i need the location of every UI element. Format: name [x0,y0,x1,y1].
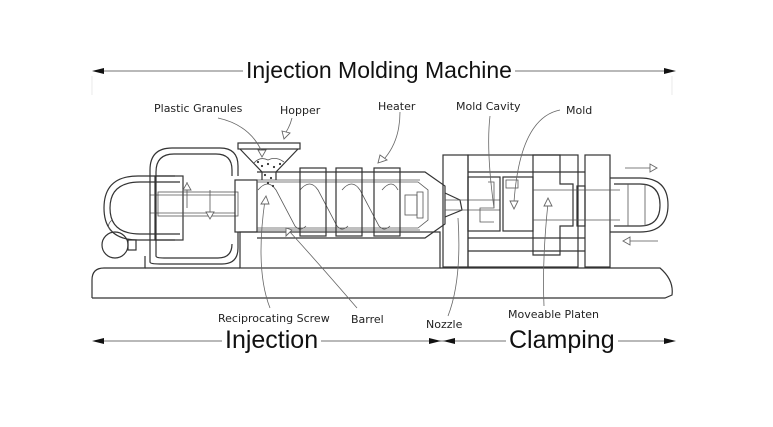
label-nozzle: Nozzle [426,318,463,331]
divider-arrowhead-icon [443,338,455,344]
heater-bands [299,167,401,237]
label-barrel: Barrel [351,313,384,326]
left-arrowhead-icon [92,338,104,344]
right-arrowhead-icon [664,338,676,344]
barrel [234,171,446,239]
left-motion-arrow-icon [622,236,631,246]
section-label-injection: Injection [222,328,322,353]
machine-base [91,231,673,299]
reciprocating-screw [257,183,399,230]
left-arrowhead-icon [92,68,104,74]
right-motion-arrow-icon [649,163,658,173]
label-moveable-platen: Moveable Platen [508,308,600,321]
label-mold: Mold [566,104,593,117]
label-reciprocating-screw: Reciprocating Screw [218,312,330,325]
leader-lines [217,109,561,317]
clamping-unit [467,154,620,268]
hydraulic-loop [149,147,239,265]
clamping-cylinder [610,163,669,246]
right-arrowhead-icon [664,68,676,74]
label-hopper: Hopper [280,104,321,117]
diagram-title: Injection Molding Machine [243,59,515,82]
section-label-clamping: Clamping [506,328,618,353]
label-heater: Heater [378,100,416,113]
label-mold-cavity: Mold Cavity [456,100,521,113]
label-plastic-granules: Plastic Granules [154,102,243,115]
motor [101,219,137,259]
injection-cylinder [103,175,239,241]
hopper [237,142,301,188]
divider-arrowhead-icon [429,338,441,344]
